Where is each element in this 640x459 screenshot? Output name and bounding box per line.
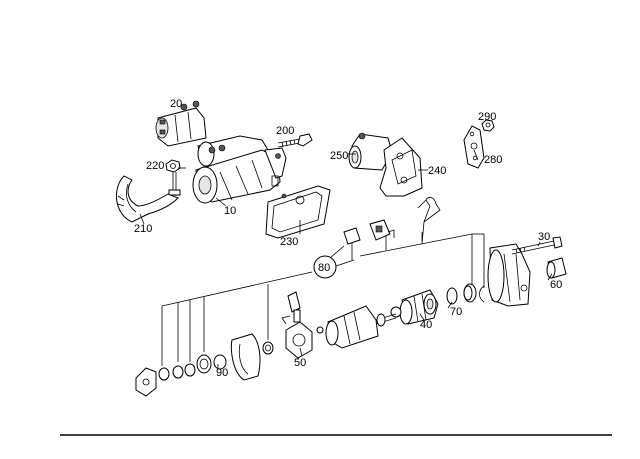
part-240-mounting-bracket <box>379 137 423 197</box>
label-90: 90 <box>216 367 228 379</box>
label-70: 70 <box>450 306 462 318</box>
label-250: 250 <box>330 150 348 162</box>
part-small-clips <box>343 219 395 245</box>
leader-lines <box>139 149 553 368</box>
label-80: 80 <box>318 262 330 274</box>
part-90-washers <box>135 354 227 397</box>
part-70-rings <box>446 283 485 305</box>
label-210: 210 <box>134 223 152 235</box>
label-10: 10 <box>224 205 236 217</box>
part-60-bushing <box>546 257 567 279</box>
label-60: 60 <box>550 279 562 291</box>
label-200: 200 <box>276 125 294 137</box>
part-290-nut <box>481 119 495 132</box>
label-30: 30 <box>538 231 550 243</box>
label-280: 280 <box>484 154 502 166</box>
ring-mid <box>262 341 274 355</box>
end-cover <box>230 333 261 381</box>
part-80-kit-lines <box>161 230 485 366</box>
label-230: 230 <box>280 236 298 248</box>
label-20: 20 <box>170 98 182 110</box>
part-230-plate <box>265 185 331 239</box>
rear-housing <box>487 243 531 307</box>
part-40-pinion <box>390 289 439 325</box>
label-240: 240 <box>428 165 446 177</box>
part-10-starter-motor <box>192 135 287 204</box>
part-30-bolt <box>511 236 563 255</box>
label-220: 220 <box>146 160 164 172</box>
label-50: 50 <box>294 357 306 369</box>
part-280-cover-plate <box>463 125 485 169</box>
part-50-brush-holder <box>281 291 313 359</box>
part-220-nut <box>165 159 181 196</box>
part-200-bolt <box>277 133 313 148</box>
label-40: 40 <box>420 319 432 331</box>
label-290: 290 <box>478 111 496 123</box>
part-210-bracket <box>116 175 179 223</box>
armature <box>316 305 397 349</box>
part-brush-spring <box>417 196 441 245</box>
part-20-solenoid <box>155 100 207 147</box>
part-labels: 20 200 220 10 210 230 250 240 290 280 30… <box>134 98 562 379</box>
